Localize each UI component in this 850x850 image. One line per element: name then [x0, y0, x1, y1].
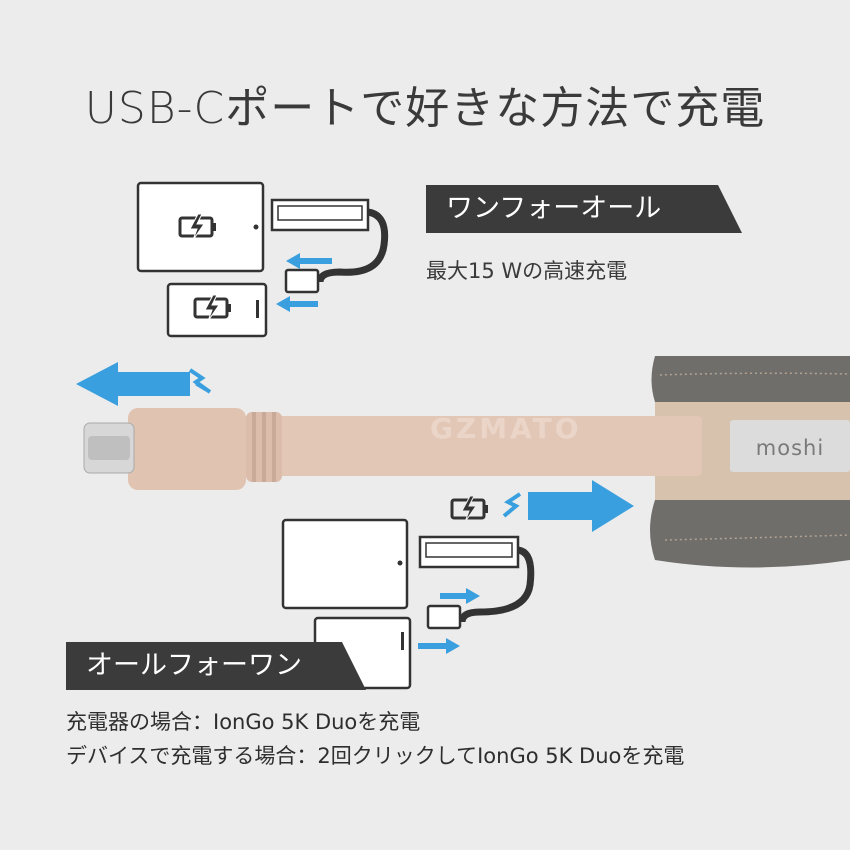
page-title: USB-Cポートで好きな方法で充電 — [84, 83, 766, 134]
arrow-left-icon — [76, 362, 190, 406]
battery-charging-icon — [450, 495, 488, 523]
usb-c-cable — [83, 408, 850, 490]
lightning-icon — [188, 368, 212, 394]
arrow-right-icon — [528, 480, 634, 532]
bottom-tablet — [281, 518, 409, 610]
top-charger — [270, 198, 389, 294]
arrow-right-icon — [418, 588, 480, 654]
lightning-icon — [502, 492, 522, 518]
battery-charging-icon — [178, 213, 216, 241]
top-phone — [166, 282, 268, 338]
charger-case-line: 充電器の場合：IonGo 5K Duoを充電 — [66, 710, 421, 734]
subtitle-fast-charging: 最大15 Wの高速充電 — [426, 259, 628, 283]
bottom-charger — [418, 535, 535, 630]
device-case-line: デバイスで充電する場合：2回クリックしてIonGo 5K Duoを充電 — [66, 744, 685, 768]
banner-all-for-one: オールフォーワン — [66, 642, 342, 690]
watermark-text: GZMATO — [430, 412, 582, 445]
battery-charging-icon — [193, 294, 231, 322]
brand-label: moshi — [756, 436, 824, 460]
banner-one-for-all: ワンフォーオール — [426, 185, 718, 233]
arrow-left-icon — [276, 253, 332, 312]
